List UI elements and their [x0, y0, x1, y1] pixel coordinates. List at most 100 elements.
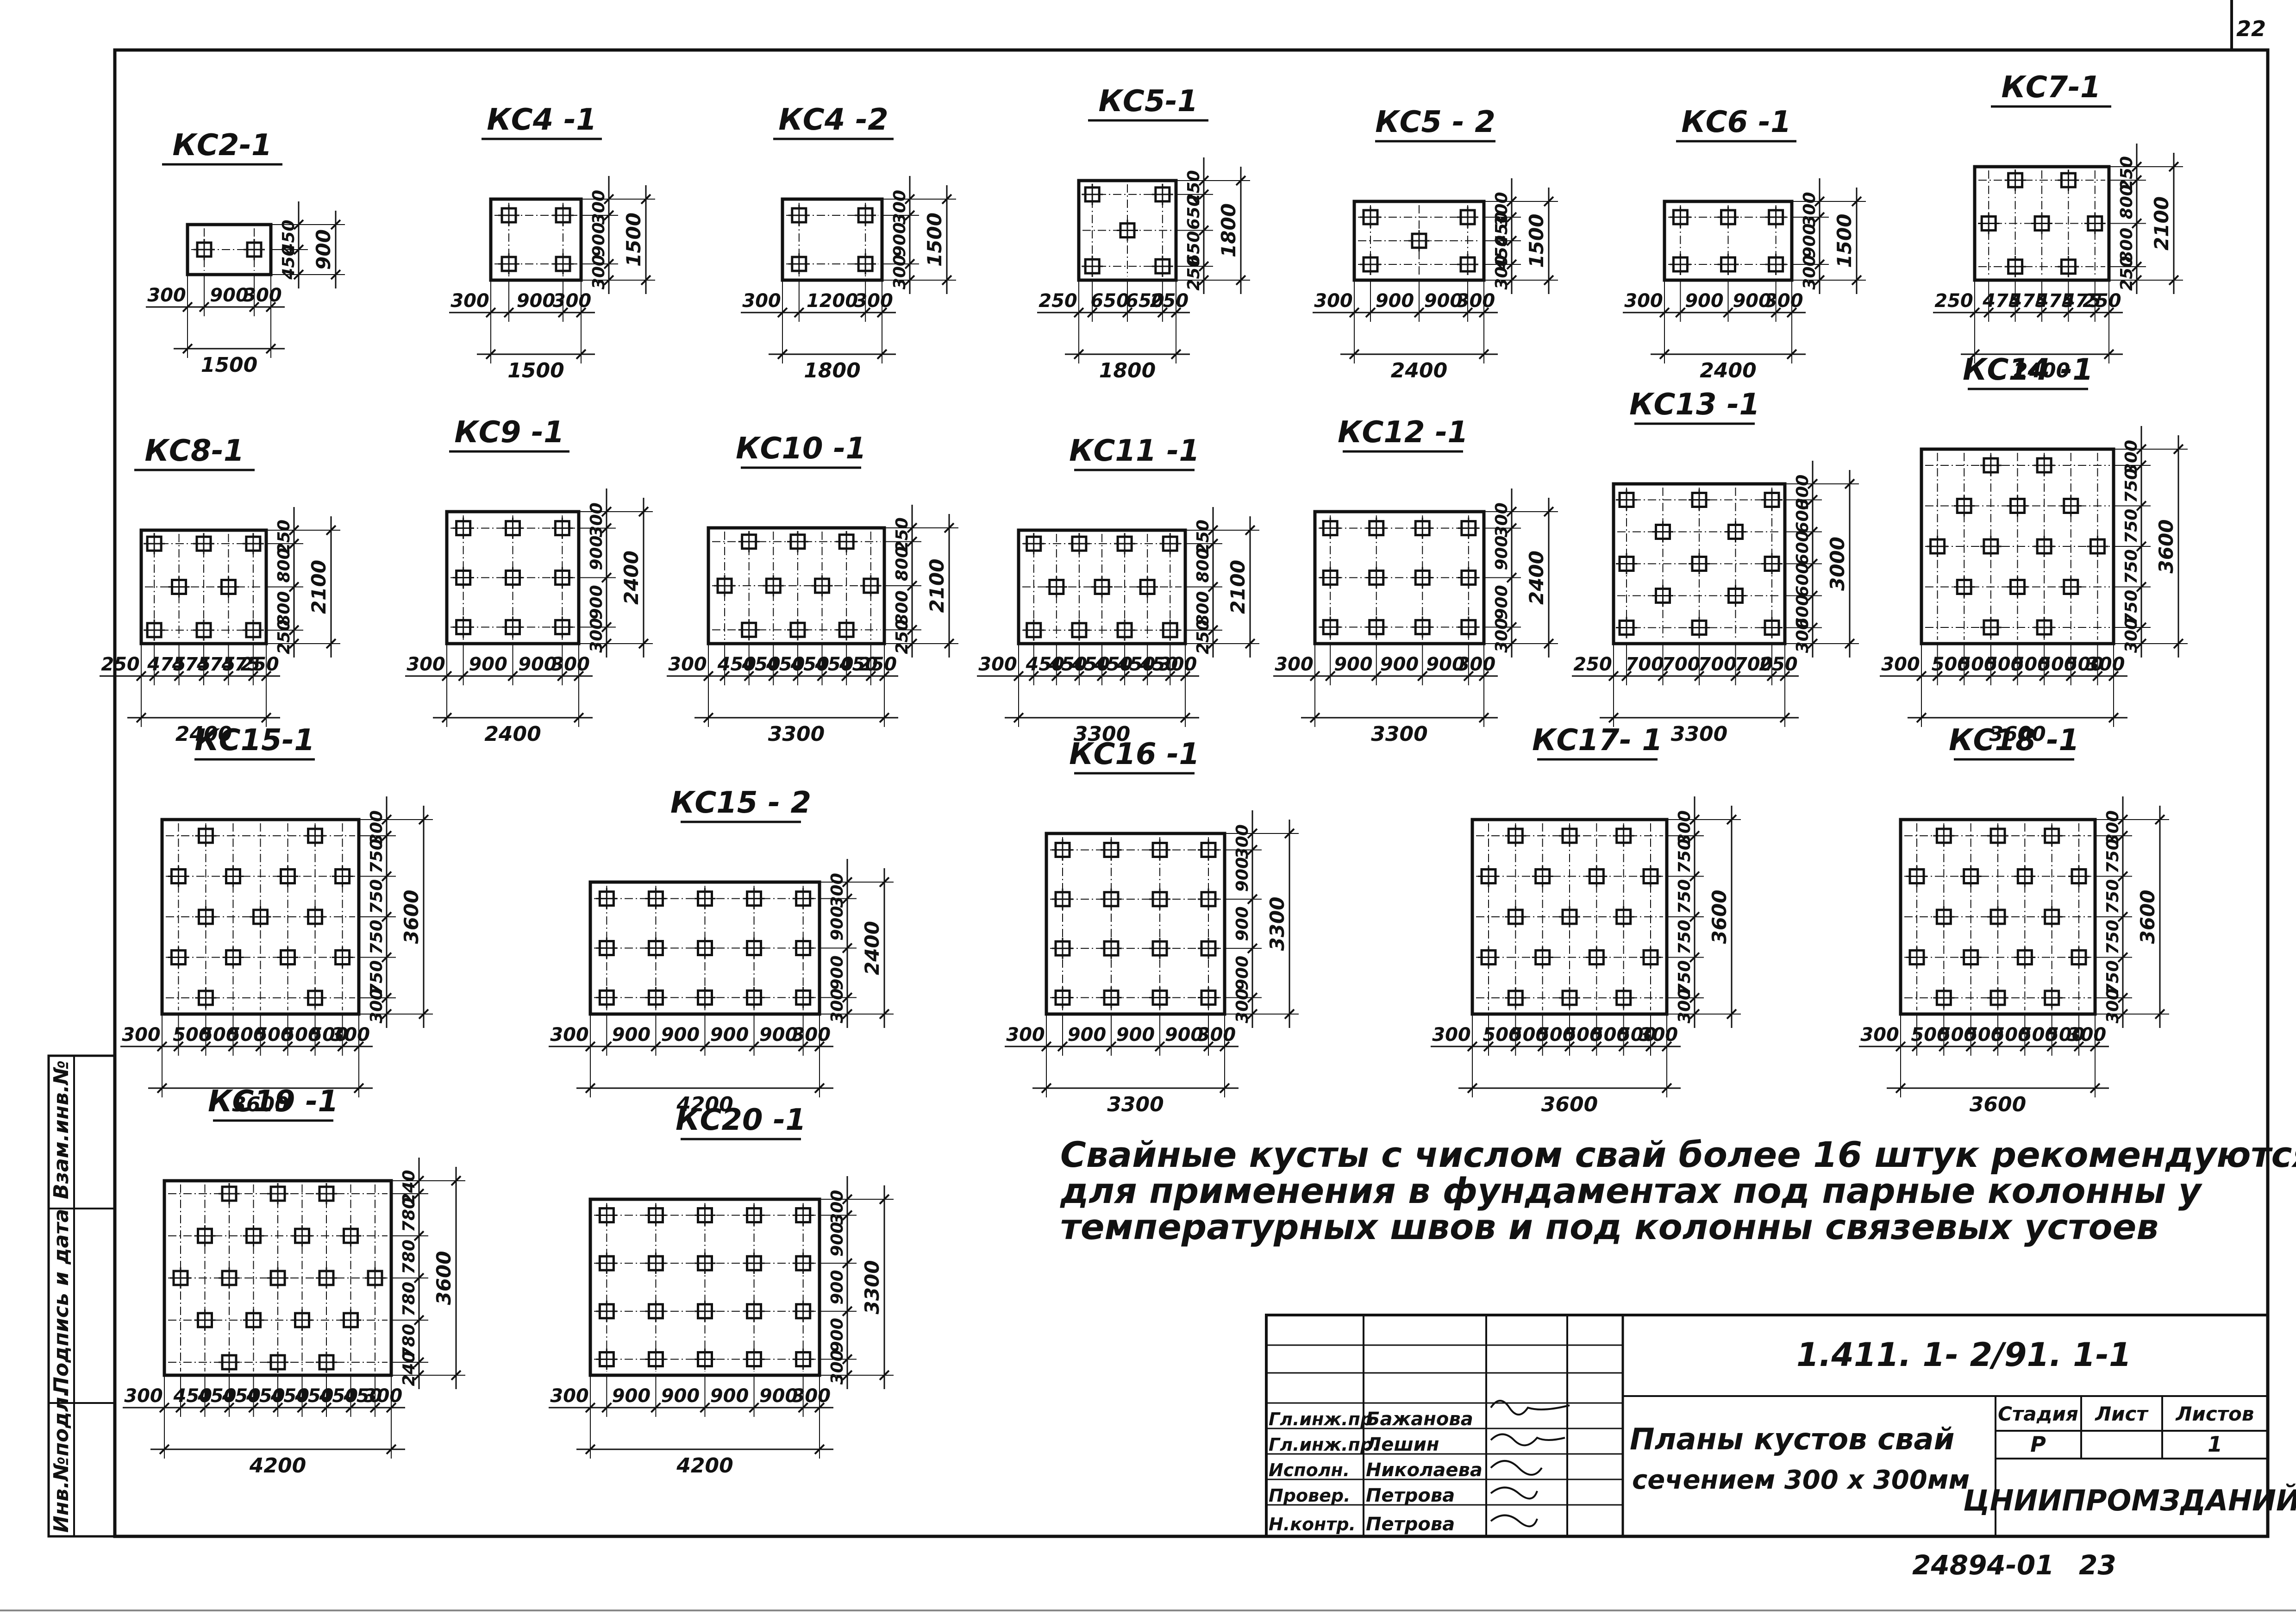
dim-tick [2117, 952, 2128, 963]
dim-total: 1500 [1525, 214, 1548, 268]
dim-tick [2117, 992, 2128, 1003]
dim-value: 300 [1275, 654, 1314, 675]
dim-value: 500 [1483, 1024, 1521, 1046]
dim-value: 500 [2046, 1024, 2085, 1046]
dim-value: 900 [759, 1024, 798, 1046]
grillage-outline [489, 197, 583, 282]
dim-tick [1895, 1083, 1906, 1094]
dim-tick [1207, 582, 1219, 592]
dim-value: 300 [2122, 618, 2141, 653]
dim-total: 2400 [484, 722, 541, 746]
dim-value: 750 [367, 920, 386, 954]
dim-tick [1543, 275, 1554, 286]
dim-value: 250 [1194, 520, 1213, 554]
dim-tick [381, 952, 392, 963]
dim-tick [413, 1188, 425, 1199]
dim-tick [1969, 349, 1980, 360]
role-4: Провер. [1269, 1485, 1351, 1506]
dim-tick [842, 893, 853, 904]
dim-value: 300 [742, 290, 781, 312]
dim-tick [876, 349, 888, 360]
dim-tick [381, 830, 392, 841]
dim-total: 3300 [1371, 722, 1427, 746]
side-stamp: Взам.инв.№ Подпись и дата Инв.№подл. [47, 1054, 116, 1538]
dim-value: 500 [1965, 1024, 2004, 1046]
dim-tick [573, 712, 584, 723]
dim-tick [1506, 621, 1517, 633]
dim-tick [904, 210, 915, 221]
dim-tick [1349, 349, 1360, 360]
dim-tick [1689, 911, 1700, 922]
dim-value: 750 [1675, 960, 1694, 995]
dim-value: 450 [1139, 654, 1178, 675]
dim-value: 300 [589, 190, 608, 225]
dim-total: 3600 [432, 1251, 455, 1305]
dim-tick [261, 712, 272, 723]
dim-value: 250 [893, 620, 912, 654]
dim-tick [2010, 307, 2021, 318]
dim-tick [1325, 670, 1336, 682]
dim-value: 450 [1048, 654, 1088, 675]
dim-tick [1786, 349, 1797, 360]
dim-tick [651, 1402, 661, 1413]
dim-value: 300 [124, 1385, 163, 1407]
dim-value: 250 [2117, 156, 2136, 191]
dim-value: 450 [790, 654, 829, 675]
dim-tick [1608, 712, 1619, 723]
page-number-box: 22 [2230, 0, 2266, 50]
dim-tick [842, 1354, 853, 1365]
cluster-label: КС15-1 [194, 723, 314, 758]
dim-tick [413, 1272, 425, 1284]
dim-total: 2400 [1700, 359, 1756, 382]
dim-tick [1726, 814, 1737, 825]
dim-tick [907, 536, 918, 547]
dim-tick [2136, 622, 2147, 633]
dim-value: 300 [1624, 290, 1663, 312]
dim-tick [603, 210, 614, 221]
dim-value: 300 [828, 989, 847, 1023]
dim-total: 2100 [926, 559, 948, 613]
dim-value: 450 [741, 654, 781, 675]
title-block: Гл.инж.пр Бажанова Гл.инж.пр. Лешин Испо… [1265, 1314, 2296, 1538]
dim-tick [2117, 871, 2128, 882]
dim-tick [330, 269, 341, 280]
dim-value: 300 [792, 1024, 831, 1046]
dim-tick [2090, 1083, 2101, 1094]
dim-tick [1730, 670, 1741, 682]
dim-value: 250 [1184, 170, 1203, 205]
dim-tick [2117, 830, 2128, 841]
dim-value: 450 [814, 654, 854, 675]
dim-tick [1219, 1083, 1230, 1094]
dim-value: 450 [766, 654, 805, 675]
dim-tick [200, 1402, 210, 1413]
dim-tick [1814, 259, 1825, 270]
dim-tick [255, 1041, 266, 1052]
dim-tick [173, 1041, 184, 1052]
dim-tick [1844, 478, 1855, 489]
name-2: Лешин [1365, 1434, 1439, 1455]
dim-tick [1564, 1041, 1575, 1052]
dim-value: 300 [890, 190, 909, 225]
dim-tick [249, 301, 260, 313]
dim-tick [1414, 307, 1425, 318]
dim-tick [1726, 1008, 1737, 1020]
dim-value: 250 [1759, 654, 1798, 675]
dim-value: 900 [518, 654, 557, 675]
dim-value: 300 [553, 290, 592, 312]
dim-total: 3600 [1970, 1093, 2026, 1116]
dim-tick [507, 670, 518, 682]
cluster-label: КС19 -1 [208, 1084, 338, 1119]
dim-value: 500 [1537, 1024, 1576, 1046]
dim-value: 475 [2035, 290, 2075, 312]
dim-value: 300 [1432, 1024, 1471, 1046]
dim-total: 1500 [507, 359, 564, 382]
dim-value: 800 [2117, 184, 2136, 219]
dim-value: 240 [400, 1170, 419, 1204]
dim-total: 1800 [1099, 359, 1156, 382]
cluster-label: КС9 -1 [454, 415, 564, 450]
drawing-title-line-1: Планы кустов свай [1630, 1422, 1954, 1457]
